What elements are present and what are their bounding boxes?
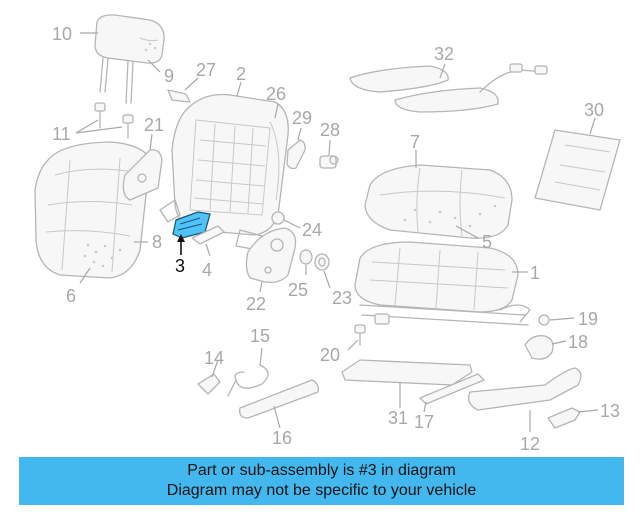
callout-9: 9 [164, 66, 174, 86]
callout-labels: 10 9 27 2 26 29 28 32 30 7 11 21 8 5 6 3… [52, 24, 620, 452]
seat-back-cover-part [34, 141, 151, 279]
side-panel-part [122, 149, 163, 201]
side-trim-part [467, 367, 582, 411]
callout-12: 12 [520, 434, 540, 452]
clip-part [167, 89, 191, 103]
bracket-part [191, 225, 225, 245]
wire-harness-part [349, 63, 548, 113]
callout-22: 22 [246, 294, 266, 314]
callout-16: 16 [272, 428, 292, 448]
seat-back-frame-part [159, 93, 289, 251]
callout-32: 32 [434, 44, 454, 64]
callout-24: 24 [302, 220, 322, 240]
motor-part [524, 335, 554, 360]
callout-18: 18 [568, 332, 588, 352]
callout-4: 4 [202, 260, 212, 280]
bolt-part [354, 324, 366, 346]
headrest-guide-part [94, 102, 134, 139]
recliner-cable-part [269, 121, 280, 201]
callout-31: 31 [388, 408, 408, 428]
callout-30: 30 [584, 100, 604, 120]
callout-14: 14 [204, 348, 224, 368]
callout-17: 17 [414, 412, 434, 432]
trim-strip-part [239, 379, 320, 419]
rail-part [419, 373, 485, 405]
screw-part [538, 314, 550, 326]
seat-frame-part [354, 241, 531, 326]
bottom-panel-part [341, 359, 473, 386]
trim-cover-part [286, 139, 306, 170]
info-banner: Part or sub-assembly is #3 in diagram Di… [19, 457, 624, 505]
seat-cushion-cover-part [364, 164, 513, 239]
banner-disclaimer-text: Diagram may not be specific to your vehi… [166, 482, 477, 499]
callout-25: 25 [288, 280, 308, 300]
callout-26: 26 [266, 84, 286, 104]
switch-part [197, 373, 221, 395]
callout-8: 8 [152, 232, 162, 252]
callout-3: 3 [175, 256, 185, 276]
callout-2: 2 [236, 64, 246, 84]
callout-15: 15 [250, 326, 270, 346]
seat-parts-diagram: 10 9 27 2 26 29 28 32 30 7 11 21 8 5 6 3… [34, 14, 621, 452]
callout-11: 11 [52, 124, 71, 144]
banner-part-text: Part or sub-assembly is #3 in diagram [187, 462, 456, 479]
callout-13: 13 [600, 401, 620, 421]
callout-20: 20 [320, 345, 340, 365]
knob-part [319, 155, 339, 169]
callout-21: 21 [144, 115, 164, 135]
lever-part [547, 407, 581, 429]
callout-10: 10 [52, 24, 72, 44]
callout-23: 23 [332, 288, 352, 308]
leader-lines [75, 32, 599, 432]
callout-7: 7 [410, 132, 420, 152]
callout-29: 29 [292, 108, 312, 128]
callout-6: 6 [66, 286, 76, 306]
heater-pad-part [534, 129, 621, 211]
side-shield-part [245, 227, 297, 283]
callout-27: 27 [196, 60, 216, 80]
callout-5: 5 [482, 232, 492, 252]
washer-part [299, 249, 330, 271]
callout-28: 28 [320, 120, 340, 140]
callout-19: 19 [578, 309, 598, 329]
callout-1: 1 [530, 263, 540, 283]
cable-part [227, 364, 269, 397]
nut-part [271, 211, 285, 225]
headrest-part [94, 14, 165, 104]
